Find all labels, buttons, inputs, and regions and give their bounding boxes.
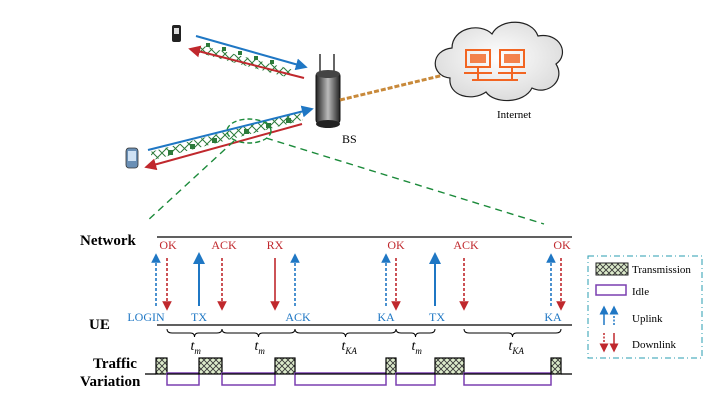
ue-label: UE xyxy=(89,317,110,333)
interval-brace-2 xyxy=(221,328,296,338)
backhaul-link xyxy=(339,72,449,102)
idle-block-11 xyxy=(463,372,552,386)
interval-label-2: tm xyxy=(255,339,266,356)
interval-label-3: tKA xyxy=(342,339,358,356)
transmission-block-8 xyxy=(385,357,397,375)
upper-radio-link xyxy=(188,35,308,79)
transmission-block-10 xyxy=(434,357,465,375)
message-labels: OK ACK RX OK ACK OK LOGIN TX ACK KA TX KA xyxy=(127,238,571,324)
interval-label-1: tm xyxy=(191,339,202,356)
interval-brace-5 xyxy=(463,328,562,338)
legend-idle-label: Idle xyxy=(632,286,649,298)
transmission-block-4 xyxy=(198,357,223,375)
internet-label: Internet xyxy=(497,109,531,121)
legend-downlink-label: Downlink xyxy=(632,339,677,351)
lower-radio-link xyxy=(144,105,314,171)
zoom-line-left xyxy=(145,140,235,223)
upper-downlink-arrow xyxy=(188,45,305,79)
idle-block-9 xyxy=(395,372,436,386)
idle-block-5 xyxy=(221,372,276,386)
interval-label-5: tKA xyxy=(509,339,525,356)
zoom-line-right xyxy=(265,137,545,225)
phone-icon-top xyxy=(172,25,181,42)
legend-idle-swatch xyxy=(595,284,627,296)
uplink-message-6: KA xyxy=(544,310,562,324)
uplink-message-3: ACK xyxy=(285,310,311,324)
uplink-message-4: KA xyxy=(377,310,395,324)
transmission-block-6 xyxy=(274,357,296,375)
traffic-label-line1: Traffic xyxy=(93,356,137,372)
idle-block-7 xyxy=(294,372,387,386)
traffic-label-line2: Variation xyxy=(80,374,141,390)
interval-brace-1 xyxy=(166,328,223,338)
phone-icon-bottom xyxy=(125,147,139,169)
interval-brace-4 xyxy=(395,328,436,338)
network-label: Network xyxy=(80,233,136,249)
transmission-block-2 xyxy=(155,357,168,375)
uplink-message-2: TX xyxy=(191,310,207,324)
legend-transmission-swatch xyxy=(595,262,629,276)
interval-label-4: tm xyxy=(412,339,423,356)
transmission-block-12 xyxy=(550,357,562,375)
legend-frame xyxy=(587,255,703,359)
zoom-ellipse xyxy=(226,118,272,144)
downlink-message-3: RX xyxy=(267,238,284,252)
downlink-message-5: ACK xyxy=(453,238,479,252)
uplink-message-1: LOGIN xyxy=(127,310,165,324)
interval-braces: tm tm tKA tm tKA xyxy=(166,328,562,356)
idle-block-3 xyxy=(166,372,200,386)
downlink-message-2: ACK xyxy=(211,238,237,252)
lower-downlink-arrow xyxy=(144,123,303,171)
internet-cloud-icon xyxy=(434,21,563,102)
downlink-message-1: OK xyxy=(159,238,177,252)
legend-uplink-icon xyxy=(599,305,619,325)
legend-uplink-label: Uplink xyxy=(632,313,663,325)
legend-downlink-icon xyxy=(599,333,619,353)
uplink-message-5: TX xyxy=(429,310,445,324)
legend-transmission-label: Transmission xyxy=(632,264,691,276)
upper-uplink-arrow xyxy=(195,35,308,71)
traffic-variation-signal xyxy=(145,357,572,386)
bs-label: BS xyxy=(342,132,357,146)
base-station-icon xyxy=(315,54,341,128)
message-arrows xyxy=(151,252,566,311)
interval-brace-3 xyxy=(294,328,397,338)
downlink-message-6: OK xyxy=(553,238,571,252)
legend: Transmission Idle Uplink Downlink xyxy=(587,255,703,359)
lower-uplink-arrow xyxy=(147,105,314,151)
downlink-message-4: OK xyxy=(387,238,405,252)
